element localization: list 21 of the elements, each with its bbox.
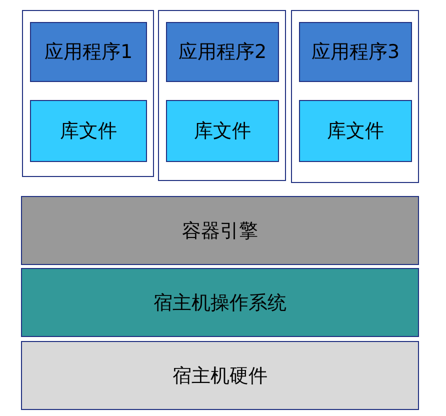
engine-layer (21, 196, 419, 265)
app-box (166, 22, 279, 82)
box-label: 宿主机操作系统 (154, 290, 286, 316)
app-box (299, 22, 412, 82)
os-layer (21, 268, 419, 337)
box-label: 库文件 (327, 119, 384, 144)
box-label: 应用程序1 (44, 40, 133, 65)
container-box (158, 10, 286, 181)
library-box (299, 100, 412, 162)
box-label: 应用程序3 (311, 40, 400, 65)
box-label: 应用程序2 (178, 40, 267, 65)
box-label: 宿主机硬件 (172, 364, 268, 388)
app-box (30, 22, 147, 82)
box-label: 库文件 (194, 119, 251, 144)
hardware-layer (21, 341, 419, 410)
box-label: 容器引擎 (182, 218, 258, 244)
container-box (291, 10, 419, 183)
box-label: 库文件 (60, 119, 117, 144)
container-box (22, 10, 154, 177)
library-box (30, 100, 147, 162)
library-box (166, 100, 279, 162)
